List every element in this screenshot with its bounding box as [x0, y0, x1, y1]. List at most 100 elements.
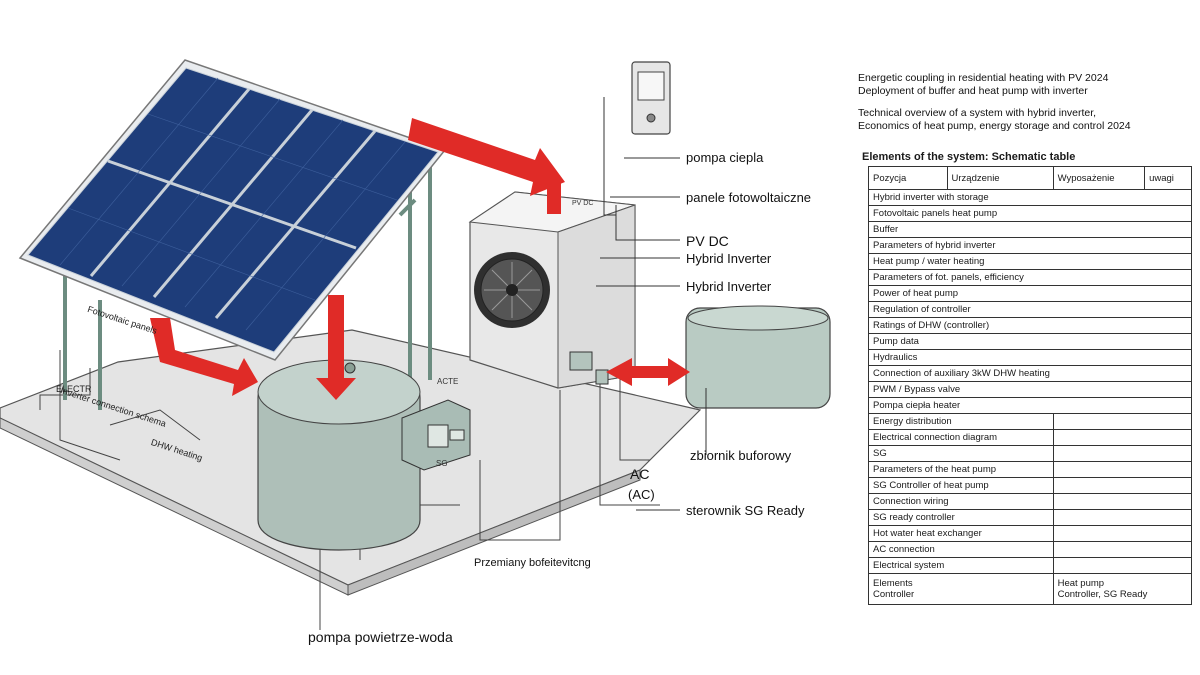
table-row: Electrical system — [868, 557, 1193, 574]
table-cell: Buffer — [868, 221, 1192, 238]
label-air-water-pump: pompa powietrze-woda — [308, 629, 453, 645]
leader-lines — [596, 97, 707, 511]
thermostat-controller — [631, 61, 671, 135]
footer-line: Controller — [873, 589, 915, 600]
note-line: Technical overview of a system with hybr… — [858, 107, 1097, 119]
connector-box — [569, 351, 609, 385]
table-row: Hybrid inverter with storage — [868, 189, 1192, 206]
table-cell: Energy distribution — [868, 413, 1054, 430]
label-heat-pump: pompa ciepla — [686, 150, 764, 165]
footer-line: Elements — [873, 578, 913, 589]
label-pv-dc: PV DC — [686, 233, 729, 249]
label-ac: AC — [630, 466, 650, 482]
label-hybrid-inverter: Hybrid Inverter — [686, 251, 772, 266]
table-row: PWM / Bypass valve — [868, 381, 1192, 398]
table-cell: Pump data — [868, 333, 1192, 350]
footer-line: Heat pump — [1057, 578, 1105, 589]
table-cell: SG Controller of heat pump — [868, 477, 1054, 494]
table-cell: PWM / Bypass valve — [868, 381, 1192, 398]
spec-table-body: Pozycja Urządzenie Wyposażenie uwagi Hyb… — [868, 166, 1193, 605]
table-cell: Hybrid inverter with storage — [868, 189, 1192, 206]
label-ac-sub: (AC) — [628, 487, 655, 502]
table-row: Regulation of controller — [868, 301, 1192, 318]
table-cell: Pompa ciepła heater — [868, 397, 1192, 414]
table-cell: AC connection — [868, 541, 1054, 558]
spec-table: Pozycja Urządzenie Wyposażenie uwagi Hyb… — [868, 166, 1193, 605]
note-line: Energetic coupling in residential heatin… — [858, 72, 1109, 84]
table-cell-empty — [1052, 493, 1193, 510]
note-line: Economics of heat pump, energy storage a… — [858, 120, 1131, 132]
unit-tag: PV DC — [572, 200, 593, 207]
table-row: Parameters of hybrid inverter — [868, 237, 1192, 254]
table-row: Heat pump / water heating — [868, 253, 1192, 270]
table-cell: Electrical connection diagram — [868, 429, 1054, 446]
table-cell-empty — [1052, 461, 1193, 478]
table-cell: Parameters of hybrid inverter — [868, 237, 1192, 254]
table-cell-empty — [1052, 429, 1193, 446]
table-cell: Parameters of the heat pump — [868, 461, 1054, 478]
table-row: Parameters of the heat pump — [868, 461, 1193, 478]
system-diagram: PV DC ACTE SG — [0, 59, 831, 630]
table-cell: Ratings of DHW (controller) — [868, 317, 1192, 334]
tank-tag: ACTE — [437, 377, 458, 386]
table-cell-empty — [1052, 525, 1193, 542]
spec-table-title: Elements of the system: Schematic table — [862, 151, 1076, 163]
table-cell: Fotovoltaic panels heat pump — [868, 205, 1192, 222]
table-cell-empty — [1052, 445, 1193, 462]
inverter-tag: SG — [436, 459, 448, 468]
table-row: SG Controller of heat pump — [868, 477, 1193, 494]
table-row: Energy distribution — [868, 413, 1193, 430]
table-row: SG — [868, 445, 1193, 462]
table-header-cell: Pozycja — [868, 166, 948, 190]
table-cell: SG ready controller — [868, 509, 1054, 526]
table-header-cell: uwagi — [1144, 166, 1192, 190]
table-cell: Parameters of fot. panels, efficiency — [868, 269, 1192, 286]
footer-line: Controller, SG Ready — [1057, 589, 1148, 600]
table-row: SG ready controller — [868, 509, 1193, 526]
label-buffer-tank: zbiornik buforowy — [690, 448, 792, 463]
table-row: Connection wiring — [868, 493, 1193, 510]
label-hybrid-inverter-2: Hybrid Inverter — [686, 279, 772, 294]
table-cell-empty — [1052, 557, 1193, 574]
table-row: AC connection — [868, 541, 1193, 558]
note-line: Deployment of buffer and heat pump with … — [858, 85, 1088, 97]
table-cell: Connection of auxiliary 3kW DHW heating — [868, 365, 1192, 382]
label-conversions: Przemiany bofeitevitcng — [474, 557, 591, 569]
table-header-row: Pozycja Urządzenie Wyposażenie uwagi — [868, 166, 1192, 190]
solar-panels — [18, 59, 447, 361]
table-cell: Heat pump / water heating — [868, 253, 1192, 270]
table-header-cell: Urządzenie — [946, 166, 1054, 190]
table-row: Power of heat pump — [868, 285, 1192, 302]
table-cell-empty — [1052, 413, 1193, 430]
heat-pump-unit — [468, 191, 636, 389]
flow-arrows — [150, 118, 690, 400]
table-row: Fotovoltaic panels heat pump — [868, 205, 1192, 222]
table-row: Buffer — [868, 221, 1192, 238]
table-row: Parameters of fot. panels, efficiency — [868, 269, 1192, 286]
label-sg-controller: sterownik SG Ready — [686, 503, 805, 518]
table-cell: Power of heat pump — [868, 285, 1192, 302]
table-row: Ratings of DHW (controller) — [868, 317, 1192, 334]
table-cell: SG — [868, 445, 1054, 462]
panel-frame — [63, 155, 432, 410]
label-pv-panels: panele fotowoltaiczne — [686, 190, 812, 205]
table-cell-empty — [1052, 541, 1193, 558]
label-floor-a: ELECTR — [56, 384, 92, 394]
table-cell-empty — [1052, 509, 1193, 526]
table-row: Connection of auxiliary 3kW DHW heating — [868, 365, 1192, 382]
notes-block: Energetic coupling in residential heatin… — [858, 72, 1188, 142]
table-cell: Regulation of controller — [868, 301, 1192, 318]
hybrid-inverter — [401, 399, 471, 471]
buffer-tank — [685, 305, 831, 409]
table-row: Pump data — [868, 333, 1192, 350]
table-row: Electrical connection diagram — [868, 429, 1193, 446]
table-row: Pompa ciepła heater — [868, 397, 1192, 414]
table-cell-empty — [1052, 477, 1193, 494]
table-cell: Hot water heat exchanger — [868, 525, 1054, 542]
table-cell: Connection wiring — [868, 493, 1054, 510]
table-row: Hot water heat exchanger — [868, 525, 1193, 542]
table-cell: Hydraulics — [868, 349, 1192, 366]
